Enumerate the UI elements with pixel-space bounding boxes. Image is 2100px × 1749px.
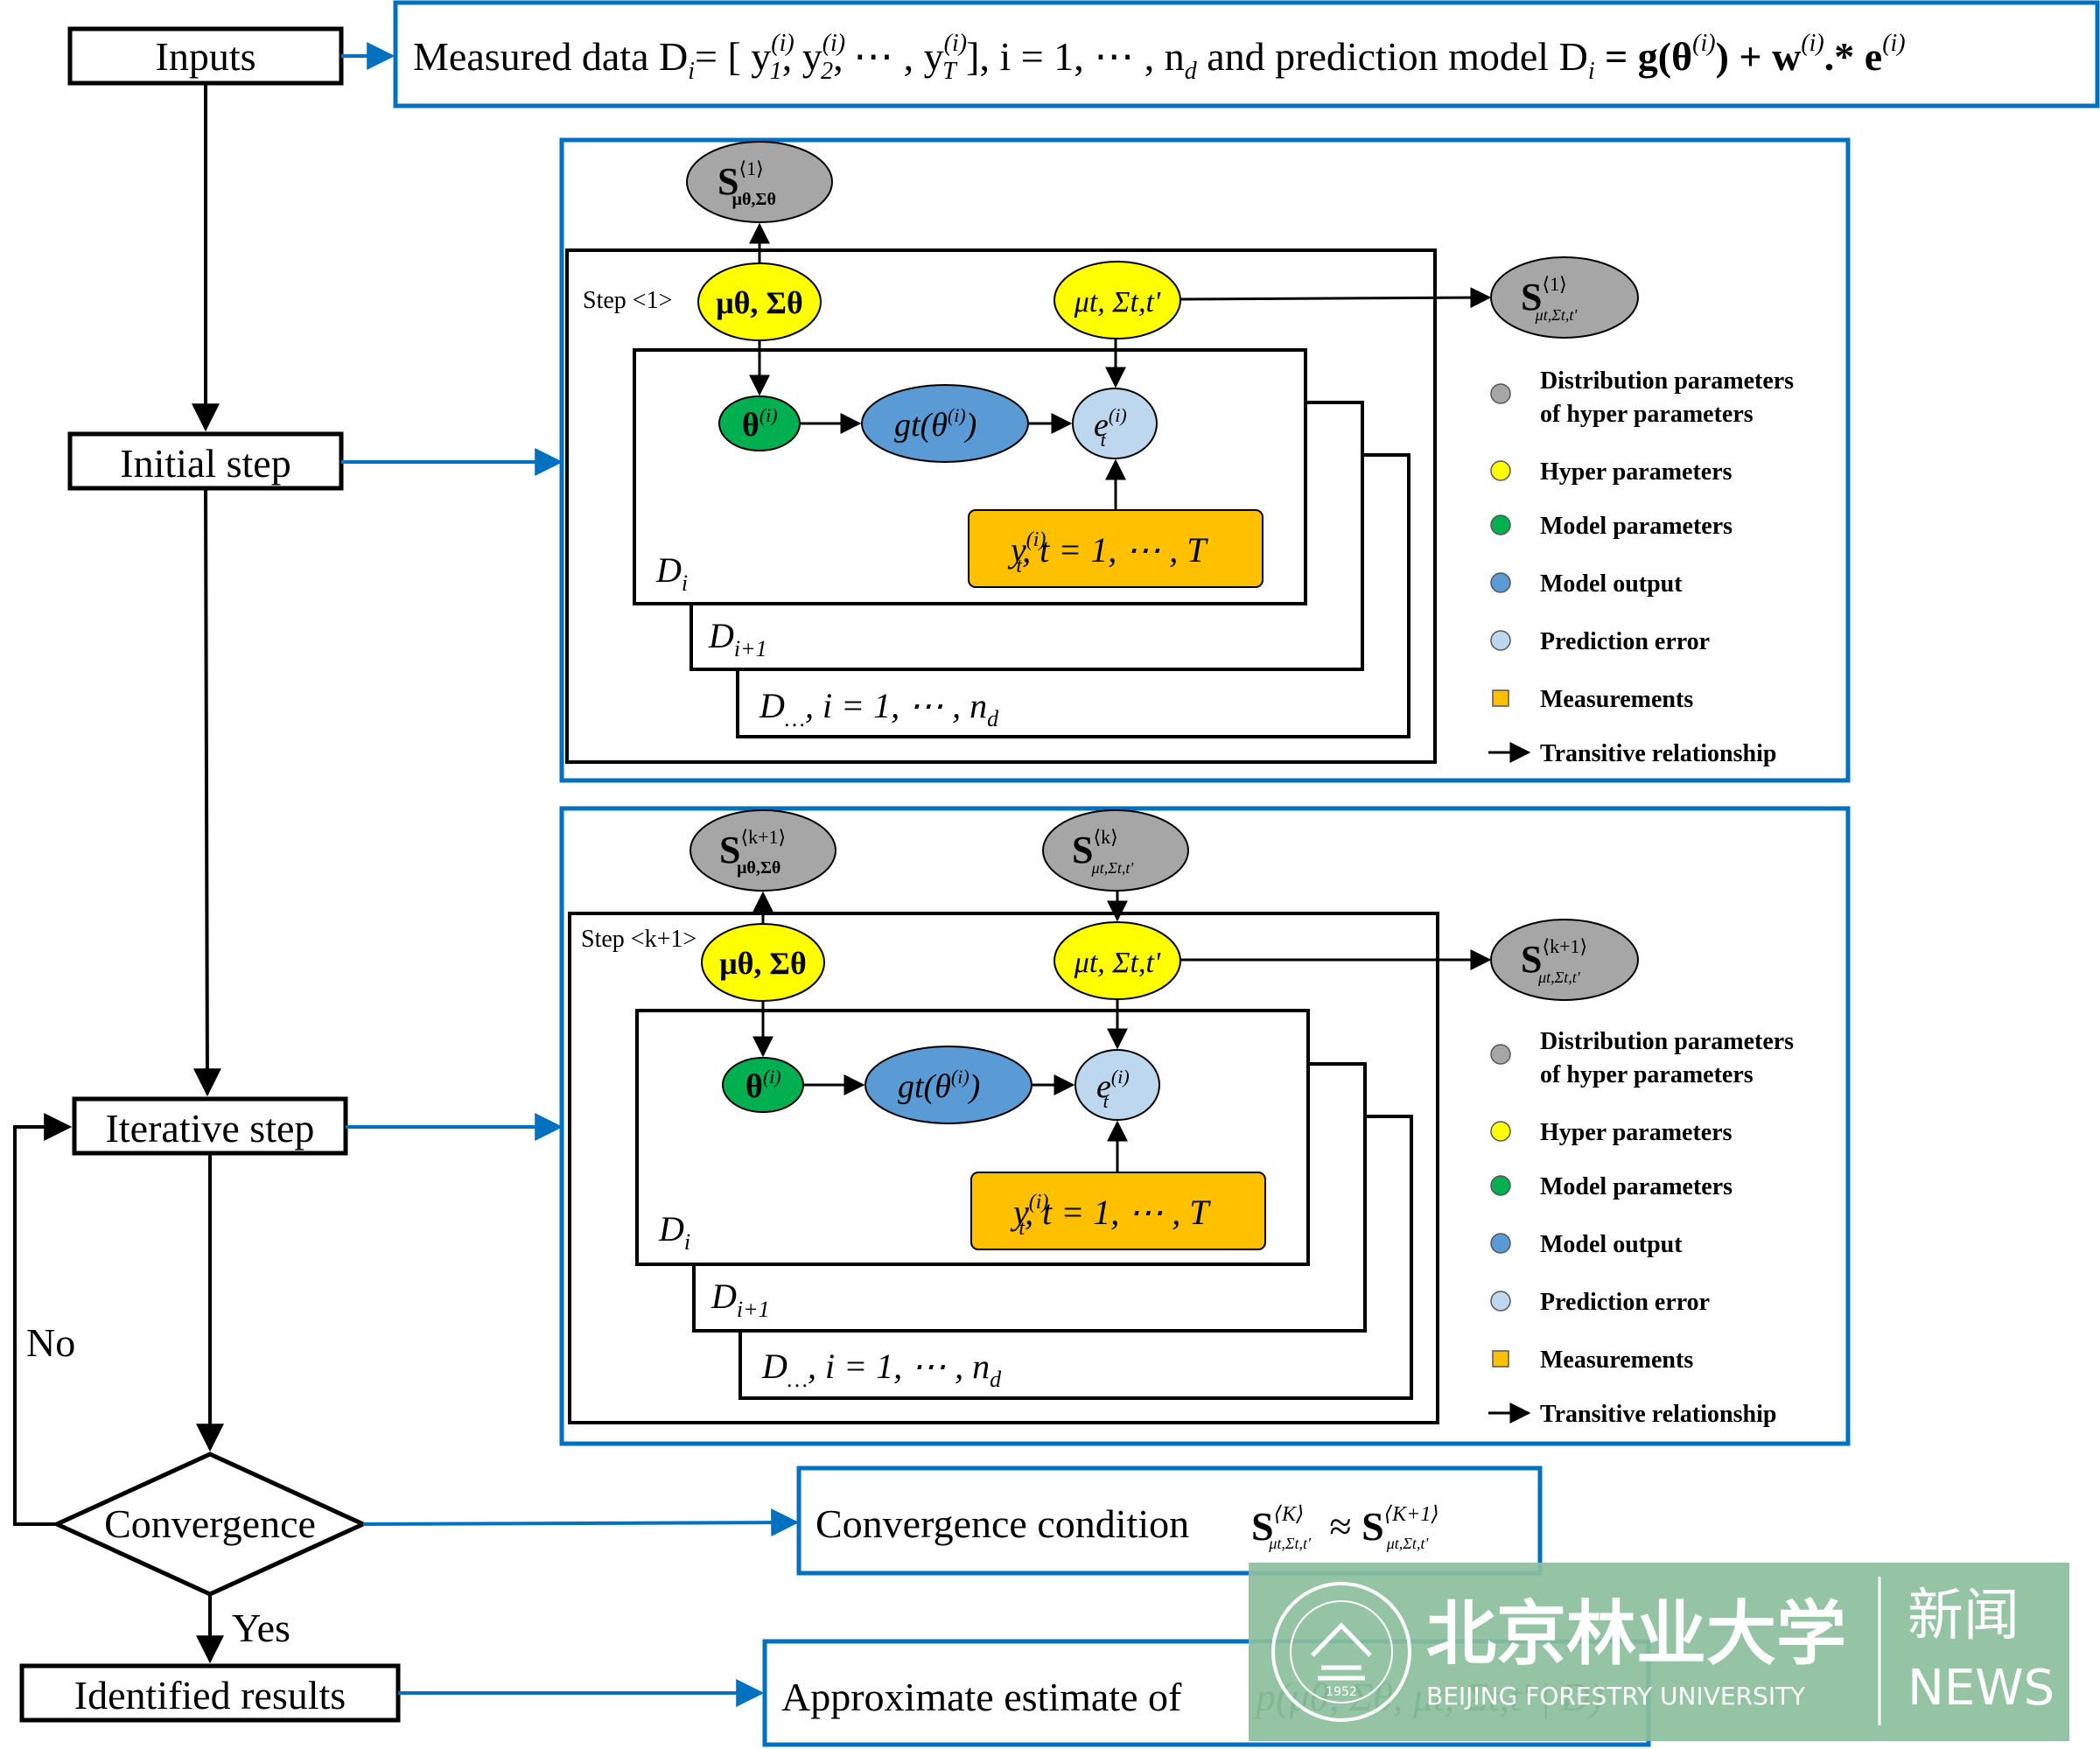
legend-swatch-4 xyxy=(1490,630,1511,651)
convergence-condition-text: Convergence condition xyxy=(816,1501,1189,1546)
yes-label: Yes xyxy=(232,1606,290,1650)
legend-label-2: Model parameters xyxy=(1540,513,1732,540)
node2-error-label: e(i)t xyxy=(1096,1066,1130,1112)
legend-swatch-0 xyxy=(1490,1044,1511,1065)
legend-label-0: Distribution parameters xyxy=(1540,367,1794,395)
node-s1-mu-t-label: S⟨1⟩μt,Σt,t' xyxy=(1521,273,1578,324)
identified-results-box xyxy=(19,1663,401,1723)
node-sk1-mu-t xyxy=(1490,919,1639,1001)
identified-results-label: Identified results xyxy=(74,1673,346,1718)
node-hyper-theta-label: μθ, Σθ xyxy=(716,285,803,320)
legend-swatch-1 xyxy=(1490,1121,1511,1142)
plate-d-dots-label: D…, i = 1, ⋯ , nd xyxy=(759,686,999,731)
legend-initial: Distribution parameters of hyper paramete… xyxy=(1488,367,1794,767)
node-sk1-mu-t-label: S⟨k+1⟩μt,Σt,t' xyxy=(1521,935,1587,986)
legend-swatch-5 xyxy=(1492,1350,1509,1368)
node2-measurements-label: y(i)t, t = 1, ⋯ , T xyxy=(1010,1191,1211,1240)
legend-swatch-2 xyxy=(1490,1175,1511,1196)
plate2-d-dots-label: D…, i = 1, ⋯ , nd xyxy=(761,1347,1002,1392)
node-sk-mu-t-label: S⟨k⟩μt,Σt,t' xyxy=(1072,826,1134,877)
initial-step-label: Initial step xyxy=(120,441,290,486)
legend-swatch-3 xyxy=(1490,1233,1511,1254)
legend-label-5: Measurements xyxy=(1540,1347,1693,1374)
node2-g-output-label: gt(θ(i)) xyxy=(898,1066,980,1105)
no-label: No xyxy=(26,1320,75,1365)
legend-label-1: Hyper parameters xyxy=(1540,458,1732,486)
node2-theta-label: θ(i) xyxy=(746,1066,781,1105)
node-sk-mu-t xyxy=(1042,809,1189,892)
legend-label-4: Prediction error xyxy=(1540,628,1710,655)
plate2-d-i-label: Di xyxy=(658,1209,690,1255)
panel-iterative-step-label: Step <k+1> xyxy=(581,926,696,953)
node-s1-mu-t xyxy=(1490,256,1639,339)
watermark-seal-year: 1952 xyxy=(1326,1685,1357,1699)
convergence-condition: Convergence condition S⟨K⟩μt,Σt,t' ≈ S⟨K… xyxy=(796,1466,1543,1576)
plate2-d-i1-label: Di+1 xyxy=(710,1277,770,1322)
node2-hyper-t-label: μt, Σt,t' xyxy=(1074,947,1161,979)
legend-label-6: Transitive relationship xyxy=(1540,740,1776,767)
legend-label-2: Model parameters xyxy=(1540,1173,1732,1200)
node-s1-mu-theta xyxy=(686,141,833,223)
watermark-cn-name: 北京林业大学 xyxy=(1426,1593,1846,1675)
watermark-cn-news: 新闻 xyxy=(1908,1584,2020,1648)
panel-initial: Step <1> Di Di+1 D…, i = 1, ⋯ , nd S⟨1⟩μ… xyxy=(559,137,1851,783)
node-hyper-t-label: μt, Σt,t' xyxy=(1074,286,1161,318)
legend-iterative: Distribution parameters of hyper paramete… xyxy=(1488,1028,1794,1428)
watermark-en-name: BEIJING FORESTRY UNIVERSITY xyxy=(1426,1682,1806,1711)
panel-iterative: Step <k+1> Di Di+1 D…, i = 1, ⋯ , nd S⟨k… xyxy=(559,806,1851,1446)
inputs-description-text: Measured data Di= [ y(i)1, y(i)2, ⋯ , y(… xyxy=(413,30,1906,85)
legend-label-4: Prediction error xyxy=(1540,1289,1710,1316)
node-error-label: e(i)t xyxy=(1094,404,1127,451)
plate-d-i-label: Di xyxy=(655,550,688,596)
legend-label-1: Hyper parameters xyxy=(1540,1119,1732,1146)
legend-label-0-line2: of hyper parameters xyxy=(1540,401,1754,428)
inputs-label: Inputs xyxy=(156,34,256,79)
approximate-estimate-text: Approximate estimate of xyxy=(781,1675,1182,1719)
blue-connectors xyxy=(341,42,800,1707)
legend-swatch-4 xyxy=(1490,1291,1511,1312)
flow-column: Inputs Initial step Iterative step Conve… xyxy=(13,26,401,1723)
legend-swatch-0 xyxy=(1490,383,1511,404)
node-sk1-mu-theta xyxy=(690,809,836,892)
node2-error xyxy=(1074,1049,1160,1121)
node-s1-mu-theta-label: S⟨1⟩μθ,Σθ xyxy=(718,157,776,209)
node2-hyper-theta-label: μθ, Σθ xyxy=(719,946,807,981)
plate-d-i1-label: Di+1 xyxy=(708,616,767,661)
watermark: 1952 北京林业大学 BEIJING FORESTRY UNIVERSITY … xyxy=(1249,1563,2069,1741)
node-measurements-label: y(i)t, t = 1, ⋯ , T xyxy=(1007,528,1208,577)
legend-swatch-5 xyxy=(1492,689,1509,707)
legend-label-6: Transitive relationship xyxy=(1540,1401,1776,1428)
legend-label-5: Measurements xyxy=(1540,686,1693,713)
legend-label-3: Model output xyxy=(1540,570,1683,598)
convergence-condition-box xyxy=(796,1466,1543,1576)
legend-swatch-2 xyxy=(1490,514,1511,535)
watermark-seal-emblem xyxy=(1311,1622,1372,1681)
convergence-label: Convergence xyxy=(104,1501,316,1546)
legend-label-0-line2: of hyper parameters xyxy=(1540,1061,1754,1088)
node-sk1-mu-theta-label: S⟨k+1⟩μθ,Σθ xyxy=(719,826,786,878)
legend-swatch-3 xyxy=(1490,572,1511,593)
iterative-step-label: Iterative step xyxy=(106,1106,315,1151)
watermark-bg xyxy=(1249,1563,2069,1741)
watermark-en-news: NEWS xyxy=(1908,1660,2054,1717)
convergence-condition-math: S⟨K⟩μt,Σt,t' ≈ S⟨K+1⟩μt,Σt,t' xyxy=(1251,1503,1439,1552)
inputs-description-box xyxy=(393,0,2100,108)
panel-initial-inner xyxy=(565,248,1437,764)
panel-initial-step-label: Step <1> xyxy=(583,287,672,314)
inputs-description: Measured data Di= [ y(i)1, y(i)2, ⋯ , y(… xyxy=(393,0,2100,108)
legend-label-0: Distribution parameters xyxy=(1540,1028,1794,1055)
panel-iterative-inner xyxy=(568,912,1439,1424)
node-theta-label: θ(i) xyxy=(742,404,778,444)
watermark-seal xyxy=(1271,1582,1411,1722)
legend-swatch-1 xyxy=(1490,460,1511,481)
node-hyper-t xyxy=(1054,261,1181,339)
legend-label-3: Model output xyxy=(1540,1231,1683,1258)
node-error xyxy=(1072,388,1158,459)
node-g-output-label: gt(θ(i)) xyxy=(894,404,976,444)
